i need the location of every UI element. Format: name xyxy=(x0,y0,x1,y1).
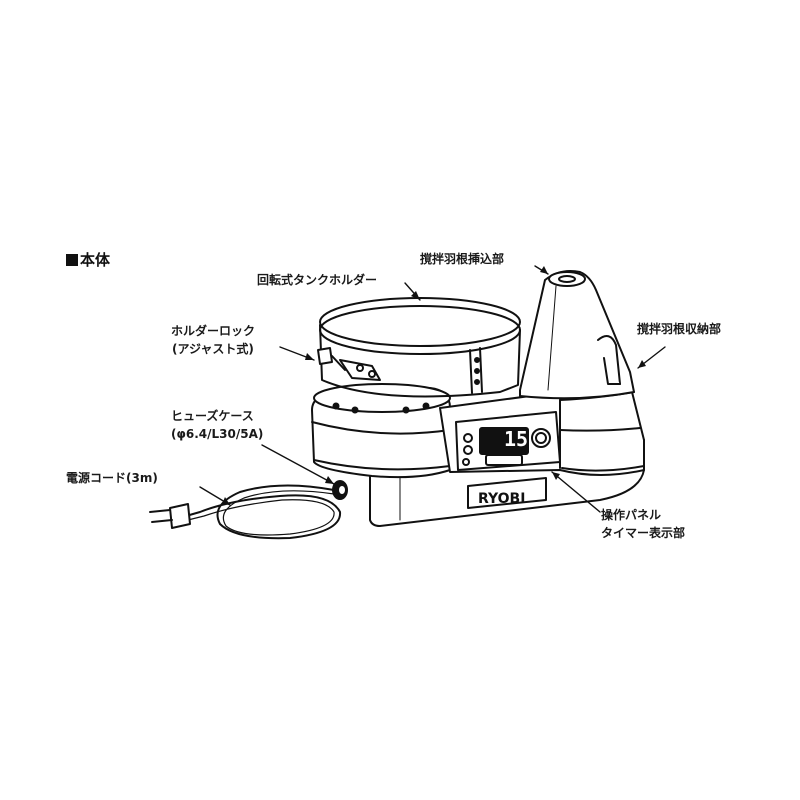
label-power-cord: 電源コード(3m) xyxy=(66,471,158,485)
holder-lock xyxy=(317,347,381,381)
label-panel-2: タイマー表示部 xyxy=(601,526,686,540)
leader-arrowheads xyxy=(222,266,646,505)
fuse-knob xyxy=(332,480,348,500)
page-title: 本体 xyxy=(66,249,110,270)
label-fuse-case-1: ヒューズケース xyxy=(171,409,254,423)
power-cord xyxy=(149,484,342,540)
tank-holder-ring xyxy=(319,297,521,398)
label-holder-lock-1: ホルダーロック xyxy=(171,324,256,338)
timer-readout: 15 xyxy=(504,427,528,451)
leader-panel xyxy=(551,471,601,513)
operation-panel xyxy=(455,411,561,471)
cone-tower xyxy=(519,270,635,400)
label-agitator-insert: 撹拌羽根挿込部 xyxy=(420,252,505,266)
leader-fuse-case xyxy=(261,444,335,485)
label-tank-holder: 回転式タンクホルダー xyxy=(257,273,378,287)
label-blade-storage: 撹拌羽根収納部 xyxy=(637,322,722,336)
label-fuse-case-2: (φ6.4/L30/5A) xyxy=(171,427,264,441)
left-bowl-housing xyxy=(311,383,451,479)
label-holder-lock-2: (アジャスト式) xyxy=(172,342,254,356)
square-bullet-icon xyxy=(66,254,78,266)
brand-logo: RYOBI xyxy=(478,491,525,507)
label-panel-1: 操作パネル xyxy=(601,508,662,522)
brand-plate xyxy=(467,477,547,509)
